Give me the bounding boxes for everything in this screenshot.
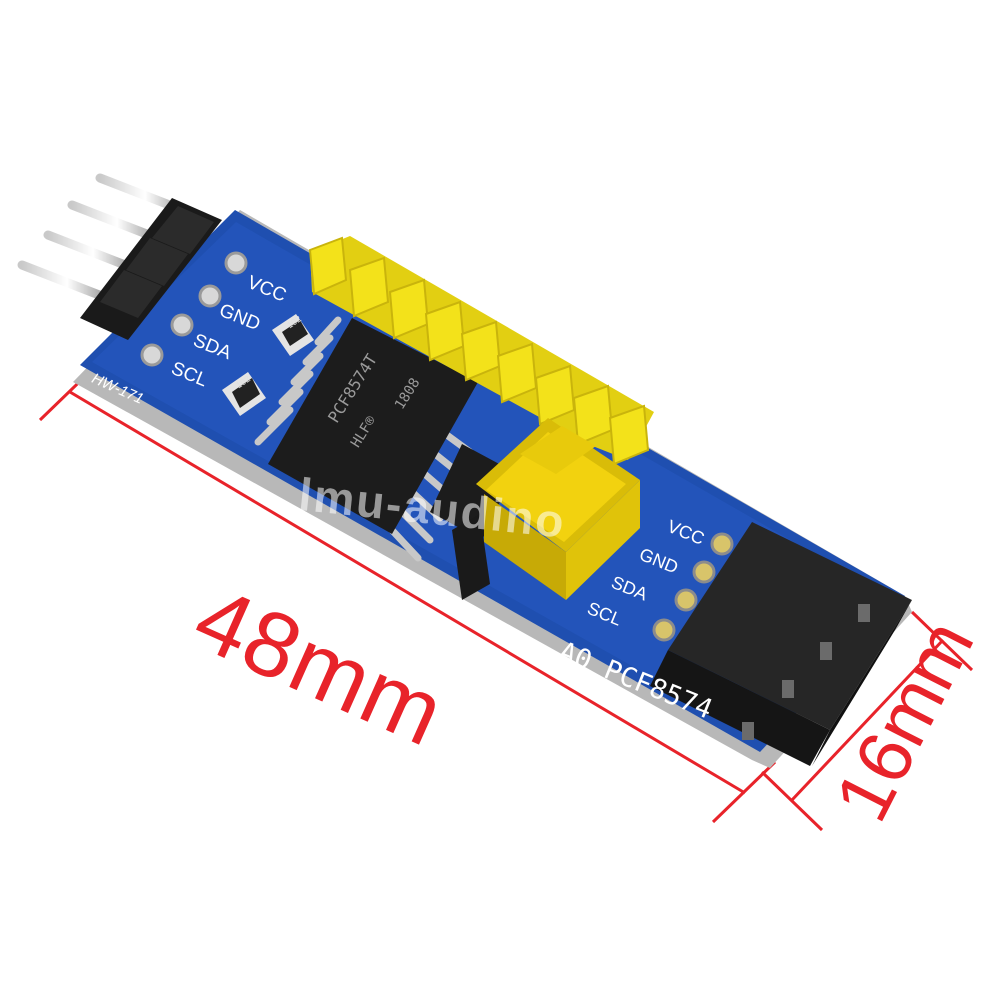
right-pads (652, 532, 734, 642)
yellow-pin-header (308, 198, 654, 466)
left-pads (140, 251, 248, 367)
resistor-r2 (222, 372, 266, 416)
jumper-block (476, 418, 640, 600)
width-dimension-line (760, 610, 974, 832)
resistor-r1 (272, 314, 314, 356)
right-female-header (650, 522, 912, 766)
jumper-base (452, 514, 490, 600)
ic-chip (268, 318, 478, 534)
left-pin-header (17, 173, 222, 340)
